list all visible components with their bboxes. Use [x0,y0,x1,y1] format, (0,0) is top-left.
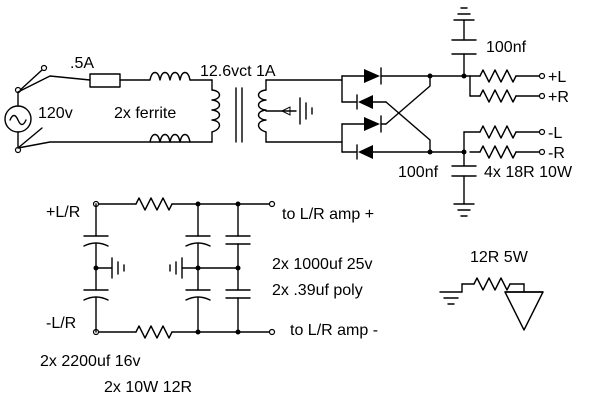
ferrite-choke-top [149,71,191,81]
out-plus-l: +L [548,69,566,86]
filter-out-plus: to L/R amp + [282,206,374,223]
bulk-cap-label: 2x 2200uf 16v [40,353,141,370]
filter-out-minus: to L/R amp - [290,322,378,339]
series-resistor-label: 2x 10W 12R [104,379,192,396]
cap-bottom [451,149,477,217]
transformer-label: 12.6vct 1A [200,63,276,80]
out-minus-l: -L [548,125,562,142]
mains-switch [14,64,48,154]
bridge-rectifier [341,67,433,160]
ferrite-choke-bottom [149,133,191,143]
ground-symbol [299,97,313,125]
out-minus-r: -R [548,145,565,162]
filter-circuit [83,197,276,339]
filter-in-minus: -L/R [46,315,76,332]
cap-bottom-label: 100nf [398,164,439,181]
dummy-load [439,277,544,331]
transformer [211,87,267,143]
resistor-label: 4x 18R 10W [484,164,573,181]
neutral-wire [17,141,213,149]
fuse-label: .5A [70,55,94,72]
dummy-load-label: 12R 5W [470,249,529,266]
ac-source [4,91,32,149]
live-wire [17,75,91,93]
output-resistors [463,69,546,159]
out-plus-r: +R [548,89,569,106]
cap-top [451,7,477,79]
filter-in-plus: +L/R [46,204,80,221]
filter-cap-label-1: 2x 1000uf 25v [272,256,373,273]
filter-cap-label-2: 2x .39uf poly [272,282,363,299]
fuse [89,73,121,88]
ferrite-label: 2x ferrite [114,105,176,122]
mains-voltage-label: 120v [38,105,73,122]
cap-top-label: 100nf [486,39,527,56]
